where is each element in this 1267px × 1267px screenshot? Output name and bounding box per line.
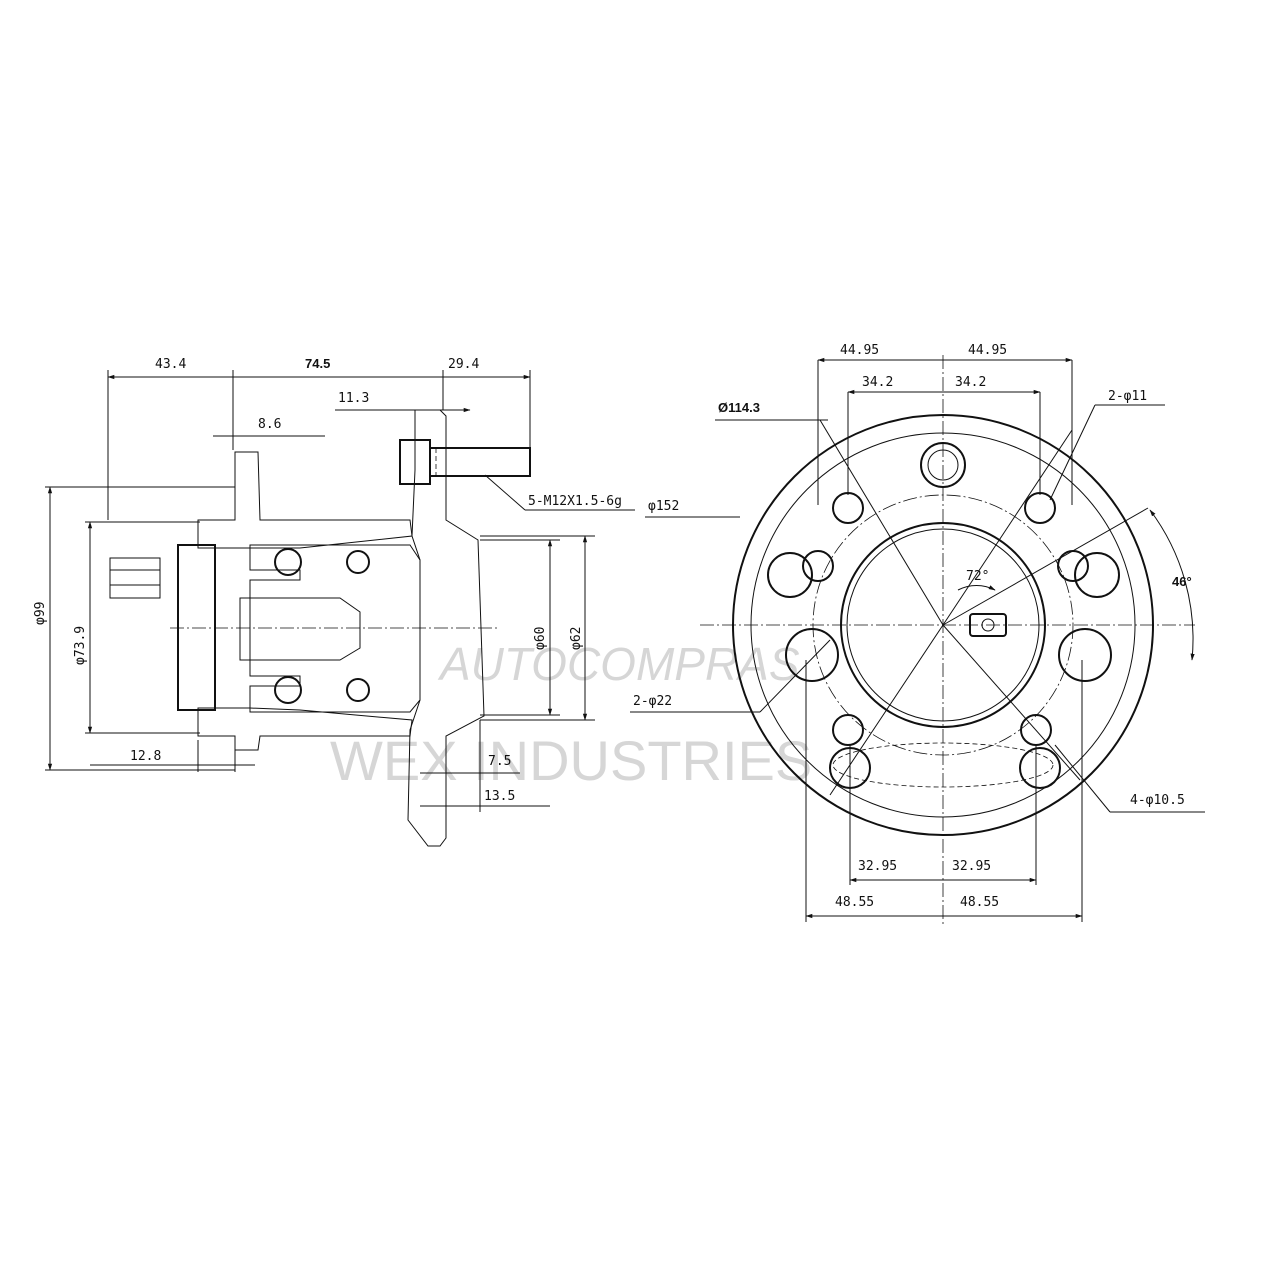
- dim-bot-outer-l: 48.55: [835, 895, 874, 910]
- dim-top-outer-r: 44.95: [968, 343, 1007, 358]
- sensor-connector: [109, 557, 161, 599]
- dim-29-4: 29.4: [448, 357, 479, 372]
- abs-sensor: [969, 613, 1007, 637]
- stud-hole-5: [832, 714, 864, 746]
- dim-angle-72: 72°: [966, 569, 989, 584]
- bearing-ball-3: [274, 676, 302, 704]
- dim-74-5: 74.5: [305, 356, 330, 371]
- stud-hole-2: [1024, 492, 1056, 524]
- dim-bot-inner-l: 32.95: [858, 859, 897, 874]
- dim-12-8: 12.8: [130, 749, 161, 764]
- bearing-ball-4: [346, 678, 370, 702]
- dim-angle-46: 46°: [1172, 574, 1192, 589]
- dim-hole-top: 2-φ11: [1108, 389, 1147, 404]
- dim-outer-dia: φ152: [648, 499, 679, 514]
- bearing-ball-1: [274, 548, 302, 576]
- wheel-stud: [429, 447, 531, 477]
- stud-hole-3: [802, 550, 834, 582]
- bearing-ball-2: [346, 550, 370, 574]
- dim-bot-inner-r: 32.95: [952, 859, 991, 874]
- hole-large-br: [1019, 747, 1061, 789]
- dim-8-6: 8.6: [258, 417, 281, 432]
- hole-large-left: [767, 552, 813, 598]
- dim-pcd: Ø114.3: [718, 400, 760, 415]
- dim-43-4: 43.4: [155, 357, 186, 372]
- dim-top-inner-l: 34.2: [862, 375, 893, 390]
- side-view: 43.4 74.5 29.4 11.3 8.6 5-M12X1.5-6g φ99…: [33, 356, 635, 847]
- dim-11-3: 11.3: [338, 391, 369, 406]
- dim-top-inner-r: 34.2: [955, 375, 986, 390]
- hub-flange: [407, 409, 485, 847]
- stud-hole-4: [1057, 550, 1089, 582]
- dim-hole-bottom: 4-φ10.5: [1130, 793, 1185, 808]
- housing-top: [197, 451, 413, 549]
- housing-bottom: [197, 707, 413, 751]
- dim-phi-60: φ60: [533, 627, 548, 650]
- dim-bot-outer-r: 48.55: [960, 895, 999, 910]
- hole-large-top: [920, 442, 966, 488]
- stud-hole-1: [832, 492, 864, 524]
- dim-phi-99: φ99: [33, 602, 48, 625]
- dim-stud-thread: 5-M12X1.5-6g: [528, 494, 622, 509]
- dim-phi-62: φ62: [569, 627, 584, 650]
- hole-large-right2: [1058, 628, 1112, 682]
- hole-large-left2: [785, 628, 839, 682]
- watermark: AUTOCOMPRAS WEX INDUSTRIES: [330, 638, 812, 792]
- dim-top-outer-l: 44.95: [840, 343, 879, 358]
- watermark-brand: AUTOCOMPRAS: [437, 638, 800, 690]
- hole-large-right: [1074, 552, 1120, 598]
- hub-bore: [239, 597, 361, 661]
- sensor-cap: [177, 544, 216, 711]
- dim-7-5: 7.5: [488, 754, 511, 769]
- dim-hole-mid: 2-φ22: [633, 694, 672, 709]
- front-view: 44.95 44.95 34.2 34.2 Ø114.3 2-φ11 φ152 …: [630, 343, 1205, 925]
- side-dimensions: 43.4 74.5 29.4 11.3 8.6 5-M12X1.5-6g φ99…: [33, 356, 635, 812]
- dim-13-5: 13.5: [484, 789, 515, 804]
- watermark-sub: WEX INDUSTRIES: [330, 729, 812, 792]
- dim-phi-73-9: φ73.9: [73, 626, 88, 665]
